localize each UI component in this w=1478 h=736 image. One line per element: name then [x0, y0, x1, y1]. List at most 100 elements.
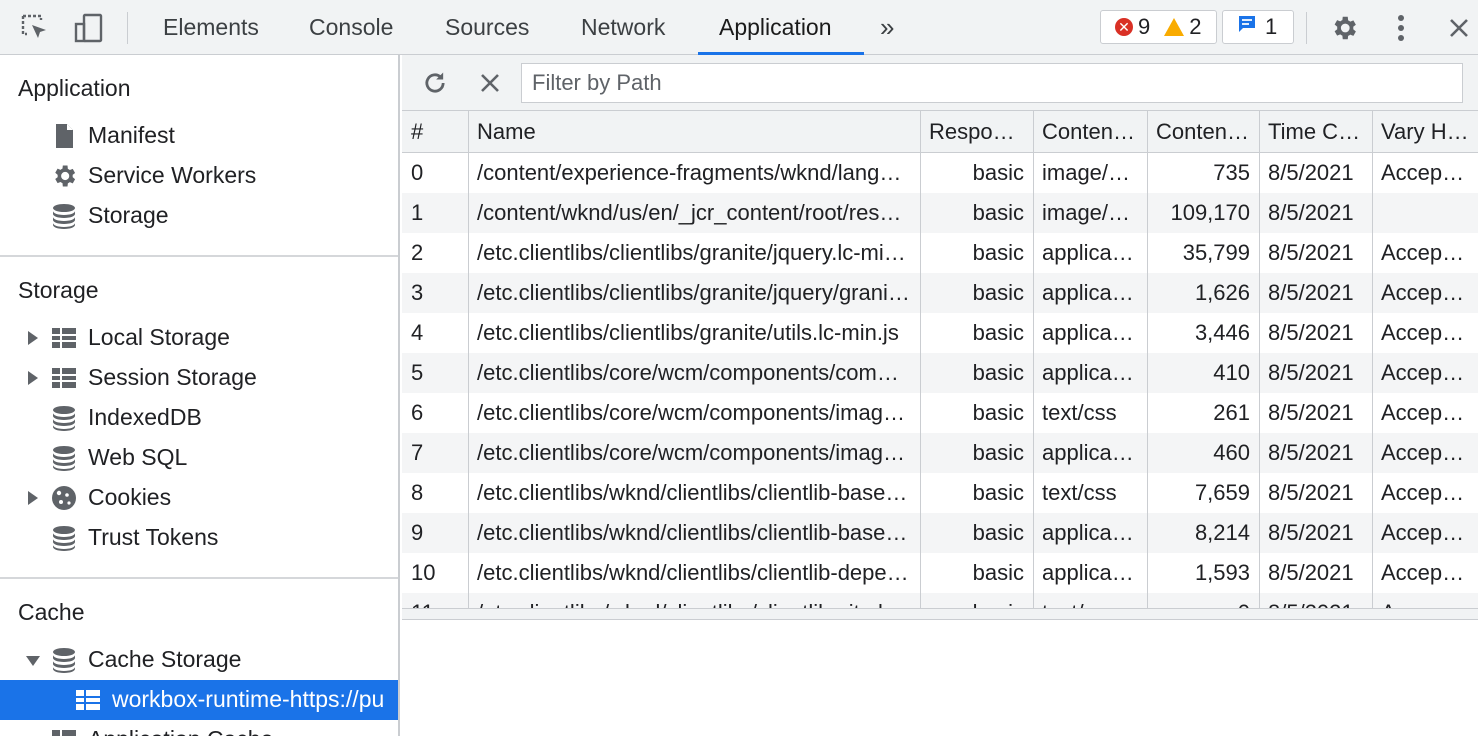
table-row[interactable]: 9/etc.clientlibs/wknd/clientlibs/clientl…: [402, 513, 1478, 553]
tab-application[interactable]: Application: [719, 14, 832, 40]
table-row[interactable]: 10/etc.clientlibs/wknd/clientlibs/client…: [402, 553, 1478, 593]
table-row[interactable]: 2/etc.clientlibs/clientlibs/granite/jque…: [402, 233, 1478, 273]
sidebar-item-workbox-cache[interactable]: workbox-runtime-https://pu: [0, 680, 398, 720]
sidebar-item-manifest[interactable]: Manifest: [0, 116, 398, 156]
sidebar-item-service-workers[interactable]: Service Workers: [0, 156, 398, 196]
table-row[interactable]: 4/etc.clientlibs/clientlibs/granite/util…: [402, 313, 1478, 353]
gear-icon[interactable]: [1327, 0, 1361, 55]
sidebar-item-label: Storage: [88, 202, 169, 228]
sidebar-item-application-cache[interactable]: Application Cache: [0, 720, 398, 736]
collapse-arrow-icon[interactable]: [26, 656, 40, 666]
messages-counter-badge[interactable]: 1: [1222, 10, 1294, 44]
sidebar-item-cache-storage[interactable]: Cache Storage: [0, 640, 398, 680]
cell-time-cached: 8/5/2021: [1268, 560, 1354, 585]
cell-content-type: application/javascript: [1042, 520, 1147, 545]
close-icon[interactable]: [1444, 0, 1474, 55]
cell-content-length: 7,659: [1194, 480, 1250, 505]
table-row[interactable]: 7/etc.clientlibs/core/wcm/components/ima…: [402, 433, 1478, 473]
table-row[interactable]: 0/content/experience-fragments/wknd/lang…: [402, 153, 1478, 193]
application-sidebar: Application Manifest Service Workers Sto…: [0, 55, 400, 736]
table-row[interactable]: 6/etc.clientlibs/core/wcm/components/ima…: [402, 393, 1478, 433]
cell-response-type: basic: [972, 320, 1024, 345]
cell-vary-header: Accept-Encoding: [1381, 560, 1478, 585]
cell-vary-header: Accept-Encoding: [1381, 440, 1478, 465]
sidebar-item-cookies[interactable]: Cookies: [0, 478, 398, 518]
column-header-name[interactable]: Name: [477, 119, 536, 144]
clear-icon[interactable]: [475, 55, 505, 110]
column-header-vary-header[interactable]: Vary Header: [1381, 119, 1478, 144]
inspect-element-icon[interactable]: [18, 0, 52, 55]
column-header-index[interactable]: #: [411, 119, 424, 144]
cell-response-type: basic: [920, 593, 1033, 608]
error-icon: ✕: [1115, 18, 1133, 36]
cell-response-type: basic: [972, 280, 1024, 305]
cell-name: /etc.clientlibs/core/wcm/components/comm…: [477, 360, 920, 385]
message-icon: [1237, 14, 1257, 40]
cell-response-type: basic: [972, 360, 1024, 385]
device-toolbar-icon[interactable]: [72, 0, 106, 55]
expand-arrow-icon[interactable]: [28, 491, 38, 505]
sidebar-item-label: Session Storage: [88, 364, 257, 390]
issues-counter-badge[interactable]: ✕ 9 2: [1100, 10, 1217, 44]
sidebar-item-web-sql[interactable]: Web SQL: [0, 438, 398, 478]
table-row[interactable]: 3/etc.clientlibs/clientlibs/granite/jque…: [402, 273, 1478, 313]
sidebar-item-label: Cache Storage: [88, 646, 242, 672]
column-header-response-type[interactable]: Response-Type: [929, 119, 1033, 144]
cell-response-type: basic: [972, 400, 1024, 425]
sidebar-item-storage-overview[interactable]: Storage: [0, 196, 398, 236]
cell-time-cached: 8/5/2021: [1268, 440, 1354, 465]
cell-time-cached: 8/5/2021: [1268, 240, 1354, 265]
table-row[interactable]: 11/etc.clientlibs/wknd/clientlibs/client…: [402, 593, 1478, 608]
cell-response-type: basic: [972, 560, 1024, 585]
cell-vary-header: Accept-Encoding: [1381, 400, 1478, 425]
section-title-application: Application: [18, 75, 131, 101]
cell-content-type: application/javascript: [1042, 440, 1147, 465]
cell-name: /etc.clientlibs/clientlibs/granite/jquer…: [477, 240, 918, 265]
cell-response-type: basic: [972, 520, 1024, 545]
cell-name: /etc.clientlibs/wknd/clientlibs/clientli…: [468, 593, 920, 608]
sidebar-item-indexeddb[interactable]: IndexedDB: [0, 398, 398, 438]
cell-content-length: 1,593: [1194, 560, 1250, 585]
column-header-content-type[interactable]: Content-Type: [1042, 119, 1147, 144]
sidebar-item-session-storage[interactable]: Session Storage: [0, 358, 398, 398]
cell-vary-header: Accept-Encoding: [1381, 520, 1478, 545]
cell-vary-header: Accept-Encoding: [1381, 360, 1478, 385]
cell-vary-header: Accept-Encoding: [1381, 320, 1478, 345]
cell-content-length: 3,446: [1194, 320, 1250, 345]
sidebar-item-trust-tokens[interactable]: Trust Tokens: [0, 518, 398, 558]
sidebar-item-local-storage[interactable]: Local Storage: [0, 318, 398, 358]
grid-icon: [50, 726, 78, 736]
split-resizer[interactable]: [402, 608, 1478, 620]
cell-index: 3: [411, 280, 424, 305]
cell-content-type: application/javascript: [1042, 360, 1147, 385]
more-tabs-button[interactable]: »: [880, 12, 895, 42]
cell-content-type: text/css: [1033, 593, 1147, 608]
tab-sources[interactable]: Sources: [445, 14, 530, 40]
tab-elements[interactable]: Elements: [163, 14, 259, 40]
column-header-time-cached[interactable]: Time Cached: [1268, 119, 1372, 144]
table-row[interactable]: 8/etc.clientlibs/wknd/clientlibs/clientl…: [402, 473, 1478, 513]
warning-icon: [1164, 18, 1185, 36]
table-header: # Name Response-Type Content-Type Conten…: [402, 111, 1478, 153]
database-icon: [50, 202, 78, 230]
database-icon: [50, 404, 78, 432]
more-options-icon[interactable]: [1388, 0, 1414, 55]
column-divider: [1147, 111, 1148, 608]
expand-arrow-icon[interactable]: [28, 331, 38, 345]
tab-network[interactable]: Network: [581, 14, 666, 40]
cell-response-type: basic: [972, 200, 1024, 225]
table-row[interactable]: 1/content/wknd/us/en/_jcr_content/root/r…: [402, 193, 1478, 233]
cell-content-type: image/svg+xml: [1042, 160, 1147, 185]
column-divider: [920, 111, 921, 608]
table-row[interactable]: 5/etc.clientlibs/core/wcm/components/com…: [402, 353, 1478, 393]
expand-arrow-icon[interactable]: [28, 371, 38, 385]
toolbar-divider: [127, 12, 128, 44]
filter-by-path-input[interactable]: [521, 63, 1463, 103]
cell-index: 2: [411, 240, 424, 265]
refresh-icon[interactable]: [418, 55, 452, 110]
column-header-content-length[interactable]: Content-Length: [1156, 119, 1259, 144]
active-tab-indicator: [698, 52, 864, 55]
cell-content-type: text/css: [1042, 480, 1117, 505]
tab-console[interactable]: Console: [309, 14, 394, 40]
database-icon: [50, 646, 78, 674]
